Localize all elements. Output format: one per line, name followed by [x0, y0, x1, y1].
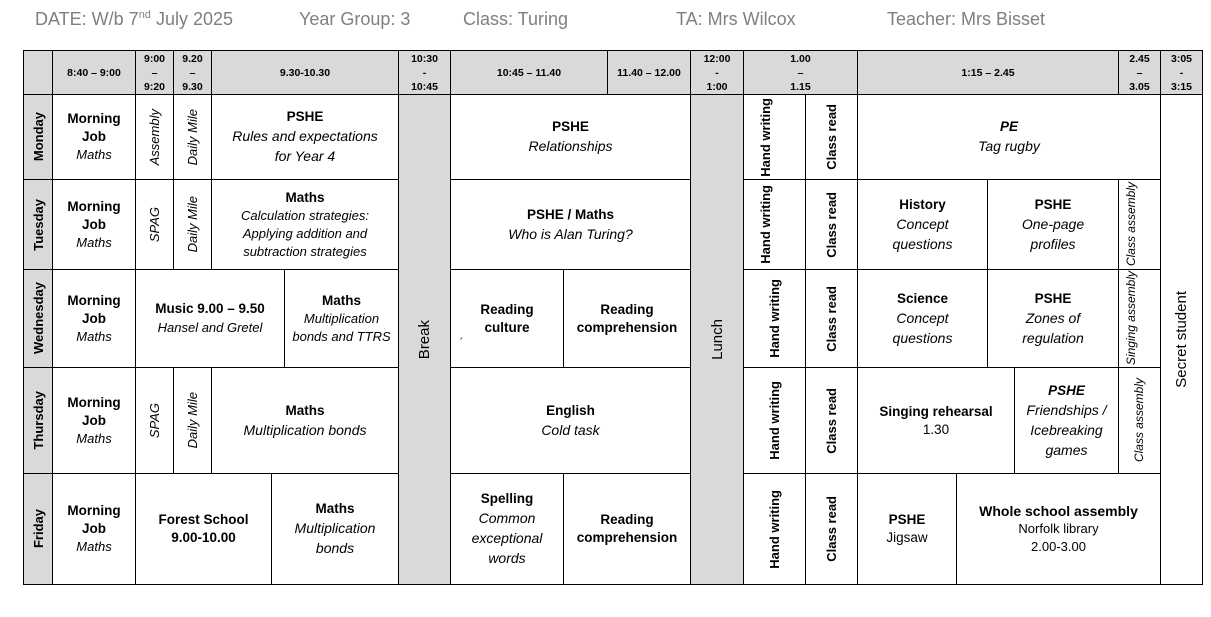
wednesday-maths: Maths Multiplication bonds and TTRS [284, 269, 399, 368]
time-slot-5: 10:30-10:45 [398, 50, 451, 95]
thursday-singing-rehearsal: Singing rehearsal 1.30 [857, 367, 1015, 474]
friday-forest-school: Forest School 9.00-10.00 [135, 473, 272, 585]
date-label: DATE: W/b 7nd July 2025 [35, 9, 233, 29]
time-slot-3: 9.20–9.30 [173, 50, 212, 95]
friday-spelling: Spelling Common exceptional words [450, 473, 564, 585]
wednesday-pshe: PSHE Zones of regulation [987, 269, 1119, 368]
day-label-thursday: Thursday [23, 367, 53, 474]
monday-pshe: PSHE Rules and expectations for Year 4 [211, 94, 399, 180]
tuesday-pshe: PSHE One-page profiles [987, 179, 1119, 270]
monday-late-morning: PSHE Relationships [450, 94, 691, 180]
thursday-handwriting: Hand writing [743, 367, 806, 474]
wednesday-science: Science Concept questions [857, 269, 988, 368]
time-slot-7: 11.40 – 12.00 [607, 50, 691, 95]
friday-class-read: Class read [805, 473, 858, 585]
day-label-monday: Monday [23, 94, 53, 180]
time-slot-8: 12:00-1:00 [690, 50, 744, 95]
thursday-spag: SPAG [135, 367, 174, 474]
thursday-daily-mile: Daily Mile [173, 367, 212, 474]
wednesday-music: Music 9.00 – 9.50 Hansel and Gretel [135, 269, 285, 368]
lunch-column: Lunch [690, 94, 744, 585]
tuesday-daily-mile: Daily Mile [173, 179, 212, 270]
day-label-wednesday: Wednesday [23, 269, 53, 368]
wednesday-class-read: Class read [805, 269, 858, 368]
time-slot-4: 9.30-10.30 [211, 50, 399, 95]
monday-daily-mile: Daily Mile [173, 94, 212, 180]
break-column: Break [398, 94, 451, 585]
tuesday-history: History Concept questions [857, 179, 988, 270]
ta-label: TA: Mrs Wilcox [676, 9, 796, 29]
class-label: Class: Turing [463, 9, 569, 29]
teacher-label: Teacher: Mrs Bisset [887, 9, 1046, 29]
tuesday-class-assembly: Class assembly [1118, 179, 1161, 270]
time-slot-12: 3:05-3:15 [1160, 50, 1203, 95]
secret-student-column: Secret student [1160, 94, 1203, 585]
monday-afternoon: PE Tag rugby [857, 94, 1161, 180]
friday-maths: Maths Multiplication bonds [271, 473, 399, 585]
wednesday-reading-comprehension: Reading comprehension [563, 269, 691, 368]
monday-class-read: Class read [805, 94, 858, 180]
tuesday-spag: SPAG [135, 179, 174, 270]
wednesday-singing-assembly: Singing assembly [1118, 269, 1161, 368]
thursday-pshe: PSHE Friendships / Icebreaking games [1014, 367, 1119, 474]
time-slot-11: 2.45–3.05 [1118, 50, 1161, 95]
thursday-class-assembly: Class assembly [1118, 367, 1161, 474]
friday-handwriting: Hand writing [743, 473, 806, 585]
corner-cell [23, 50, 53, 95]
year-group-label: Year Group: 3 [299, 9, 411, 29]
time-slot-1: 8:40 – 9:00 [52, 50, 136, 95]
wednesday-handwriting: Hand writing [743, 269, 806, 368]
monday-handwriting: Hand writing [743, 94, 806, 180]
friday-pshe: PSHE Jigsaw [857, 473, 957, 585]
time-slot-2: 9:00–9:20 [135, 50, 174, 95]
tuesday-class-read: Class read [805, 179, 858, 270]
tuesday-maths: Maths Calculation strategies: Applying a… [211, 179, 399, 270]
monday-assembly: Assembly [135, 94, 174, 180]
time-slot-9: 1.00–1.15 [743, 50, 858, 95]
friday-whole-school-assembly: Whole school assembly Norfolk library 2.… [956, 473, 1161, 585]
thursday-class-read: Class read [805, 367, 858, 474]
time-slot-10: 1:15 – 2.45 [857, 50, 1119, 95]
tuesday-late-morning: PSHE / Maths Who is Alan Turing? [450, 179, 691, 270]
day-label-friday: Friday [23, 473, 53, 585]
thursday-maths: Maths Multiplication bonds [211, 367, 399, 474]
wednesday-reading-culture: Reading culture ˏ [450, 269, 564, 368]
thursday-english: English Cold task [450, 367, 691, 474]
friday-reading-comprehension: Reading comprehension [563, 473, 691, 585]
tuesday-handwriting: Hand writing [743, 179, 806, 270]
day-label-tuesday: Tuesday [23, 179, 53, 270]
time-slot-6: 10:45 – 11.40 [450, 50, 608, 95]
